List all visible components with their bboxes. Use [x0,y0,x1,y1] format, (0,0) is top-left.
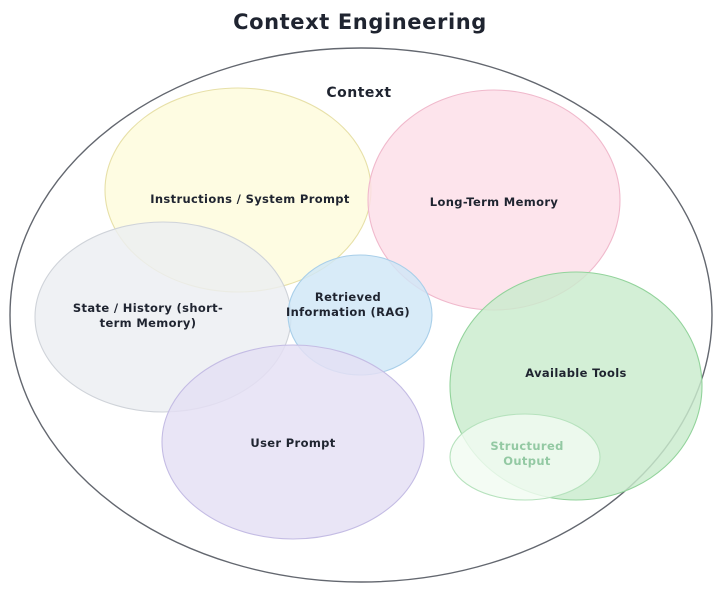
context-container-label: Context [326,85,391,101]
region-labels-group: Instructions / System Prompt Long-Term Me… [73,192,627,468]
region-ellipses-group [34,87,703,540]
region-label-line: Long-Term Memory [430,195,559,209]
region-label-state-history-short-term-memory: State / History (short-term Memory) [73,301,223,330]
page-title: Context Engineering [233,10,487,34]
region-label-line: State / History (short- [73,301,223,315]
region-label-line: Available Tools [525,366,627,380]
region-label-line: Output [503,454,551,468]
region-label-available-tools: Available Tools [525,366,627,380]
region-label-line: term Memory) [100,316,197,330]
region-label-instructions-system-prompt: Instructions / System Prompt [150,192,350,206]
region-label-line: User Prompt [250,436,335,450]
region-label-user-prompt: User Prompt [250,436,335,450]
region-ellipse-user-prompt[interactable] [161,344,425,540]
region-label-line: Information (RAG) [286,305,410,319]
region-label-long-term-memory: Long-Term Memory [430,195,559,209]
region-label-line: Retrieved [315,290,381,304]
region-ellipse-structured-output[interactable] [449,413,601,501]
region-label-line: Structured [490,439,563,453]
region-label-line: Instructions / System Prompt [150,192,350,206]
